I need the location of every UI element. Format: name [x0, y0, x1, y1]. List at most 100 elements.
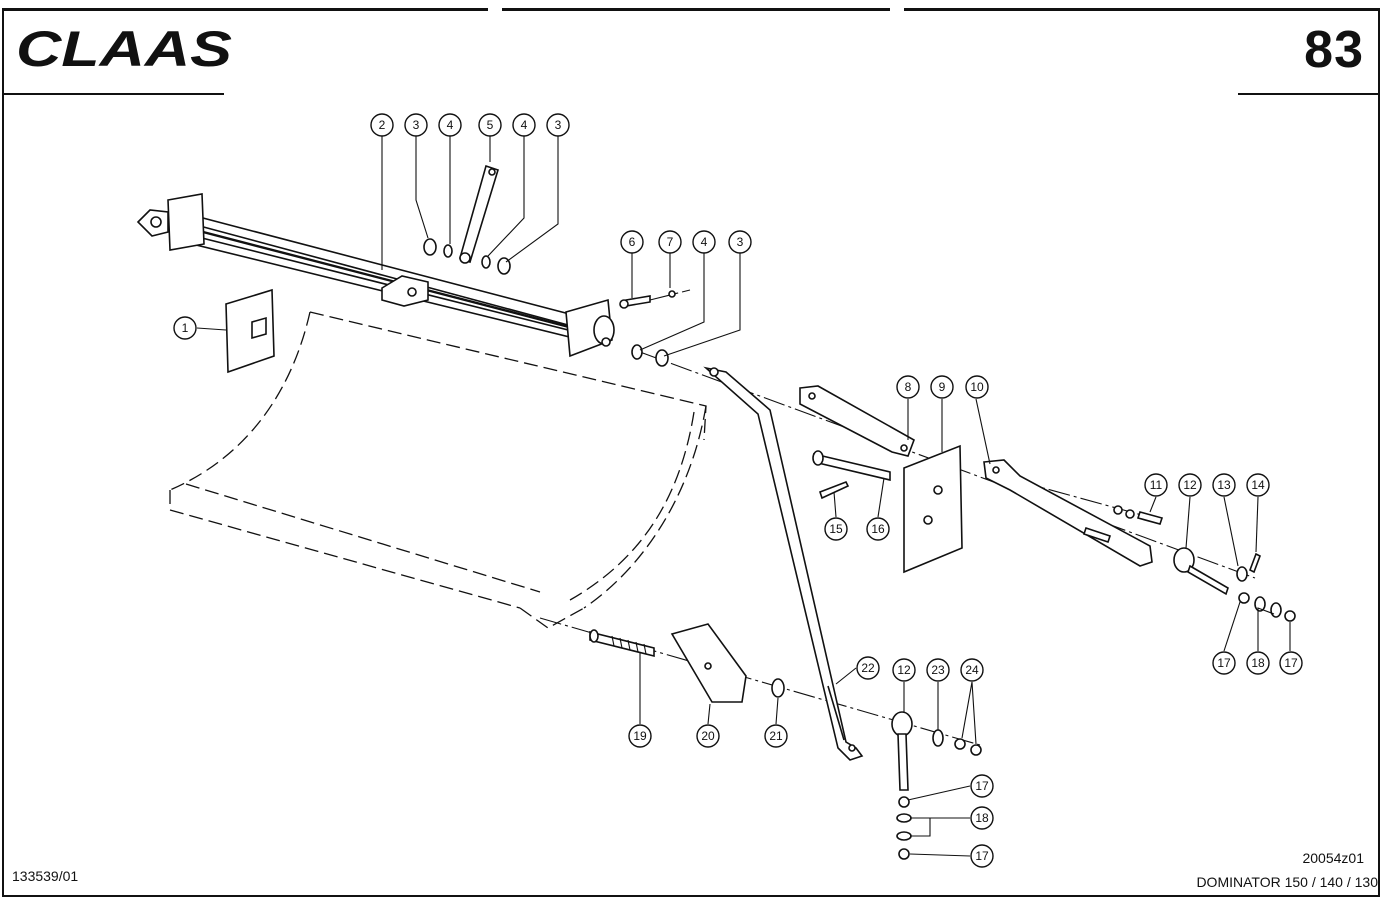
svg-text:15: 15 — [829, 522, 843, 536]
svg-text:10: 10 — [970, 380, 984, 394]
page-frame — [2, 8, 1380, 897]
eye-bolt — [1173, 547, 1229, 596]
leader-lines — [196, 136, 1291, 857]
split-pin — [1248, 552, 1262, 574]
svg-text:3: 3 — [737, 235, 744, 249]
page-number: 83 — [1304, 21, 1364, 79]
diagram-code: 20054z01 — [1302, 850, 1364, 866]
model-name: DOMINATOR 150 / 140 / 130 — [1196, 874, 1378, 890]
link-bar — [799, 385, 915, 457]
washer — [896, 813, 912, 823]
svg-text:3: 3 — [555, 118, 562, 132]
callout-label: 11 — [1144, 473, 1168, 497]
svg-text:9: 9 — [939, 380, 946, 394]
callout-label: 19 — [628, 724, 652, 748]
svg-text:3: 3 — [413, 118, 420, 132]
svg-text:17: 17 — [1284, 656, 1298, 670]
svg-text:19: 19 — [633, 729, 647, 743]
bolt — [1113, 505, 1164, 525]
callout-label: 12 — [892, 658, 916, 682]
svg-text:5: 5 — [487, 118, 494, 132]
callout-label: 3 — [728, 230, 752, 254]
svg-text:11: 11 — [1150, 478, 1163, 492]
washer — [1270, 602, 1282, 618]
svg-text:1: 1 — [182, 321, 189, 335]
document-number: 133539/01 — [12, 868, 79, 884]
pin — [812, 450, 891, 500]
callout-label: 20 — [696, 724, 720, 748]
washer — [932, 729, 944, 747]
svg-text:20: 20 — [701, 729, 715, 743]
callout-label: 8 — [896, 375, 920, 399]
callout-label: 15 — [824, 517, 848, 541]
callout-label: 4 — [692, 230, 716, 254]
header-rule-right — [1238, 93, 1378, 95]
threaded-rod — [589, 629, 655, 658]
shaft — [136, 193, 615, 358]
svg-text:12: 12 — [897, 663, 911, 677]
svg-text:7: 7 — [667, 235, 674, 249]
bolt — [619, 290, 676, 309]
nut — [954, 738, 966, 750]
callout-label: 10 — [965, 375, 989, 399]
callout-label: 3 — [546, 113, 570, 137]
washer — [631, 344, 643, 360]
svg-text:2: 2 — [379, 118, 386, 132]
header-rule-left — [4, 93, 224, 95]
nut — [970, 744, 982, 756]
washer — [1236, 566, 1248, 582]
svg-text:8: 8 — [905, 380, 912, 394]
callout-label: 4 — [512, 113, 536, 137]
svg-text:22: 22 — [861, 661, 875, 675]
adjusting-bar — [983, 459, 1153, 567]
callout-label: 9 — [930, 375, 954, 399]
washer-group — [423, 164, 511, 275]
callout-label: 12 — [1178, 473, 1202, 497]
callout-label: 18 — [1246, 651, 1270, 675]
frame-gap — [488, 6, 502, 14]
callout-label: 24 — [960, 658, 984, 682]
callout-label: 17 — [970, 844, 994, 868]
svg-text:21: 21 — [769, 729, 783, 743]
callout-label: 14 — [1246, 473, 1270, 497]
callout-label: 4 — [438, 113, 462, 137]
plate — [903, 444, 963, 574]
housing-outline — [169, 311, 707, 629]
plate-hole — [704, 662, 712, 670]
washer — [655, 349, 669, 367]
washer — [896, 831, 912, 841]
svg-text:4: 4 — [701, 235, 708, 249]
callout-label: 17 — [970, 774, 994, 798]
svg-text:18: 18 — [1251, 656, 1265, 670]
svg-text:13: 13 — [1217, 478, 1231, 492]
callout-group: 1 2 3 4 5 4 3 6 7 4 3 8 9 10 11 12 13 14… — [173, 113, 1303, 868]
callout-label: 17 — [1212, 651, 1236, 675]
svg-text:17: 17 — [1217, 656, 1231, 670]
callout-label: 2 — [370, 113, 394, 137]
svg-text:17: 17 — [975, 779, 989, 793]
svg-text:4: 4 — [447, 118, 454, 132]
nut — [1238, 592, 1250, 604]
callout-label: 7 — [658, 230, 682, 254]
callout-label: 1 — [173, 316, 197, 340]
callout-label: 22 — [856, 656, 880, 680]
svg-text:23: 23 — [931, 663, 945, 677]
callout-label: 3 — [404, 113, 428, 137]
callout-label: 23 — [926, 658, 950, 682]
svg-text:24: 24 — [965, 663, 979, 677]
washer — [771, 678, 785, 698]
callout-label: 17 — [1279, 651, 1303, 675]
nut — [1284, 610, 1296, 622]
svg-text:6: 6 — [629, 235, 636, 249]
frame-gap — [890, 6, 904, 14]
lever-arm — [703, 366, 864, 761]
nut — [898, 848, 910, 860]
callout-label: 16 — [866, 517, 890, 541]
callout-label: 13 — [1212, 473, 1236, 497]
eye-bolt — [891, 711, 913, 791]
svg-text:16: 16 — [871, 522, 885, 536]
brand-logo-text: CLAAS — [16, 26, 232, 72]
callout-label: 21 — [764, 724, 788, 748]
